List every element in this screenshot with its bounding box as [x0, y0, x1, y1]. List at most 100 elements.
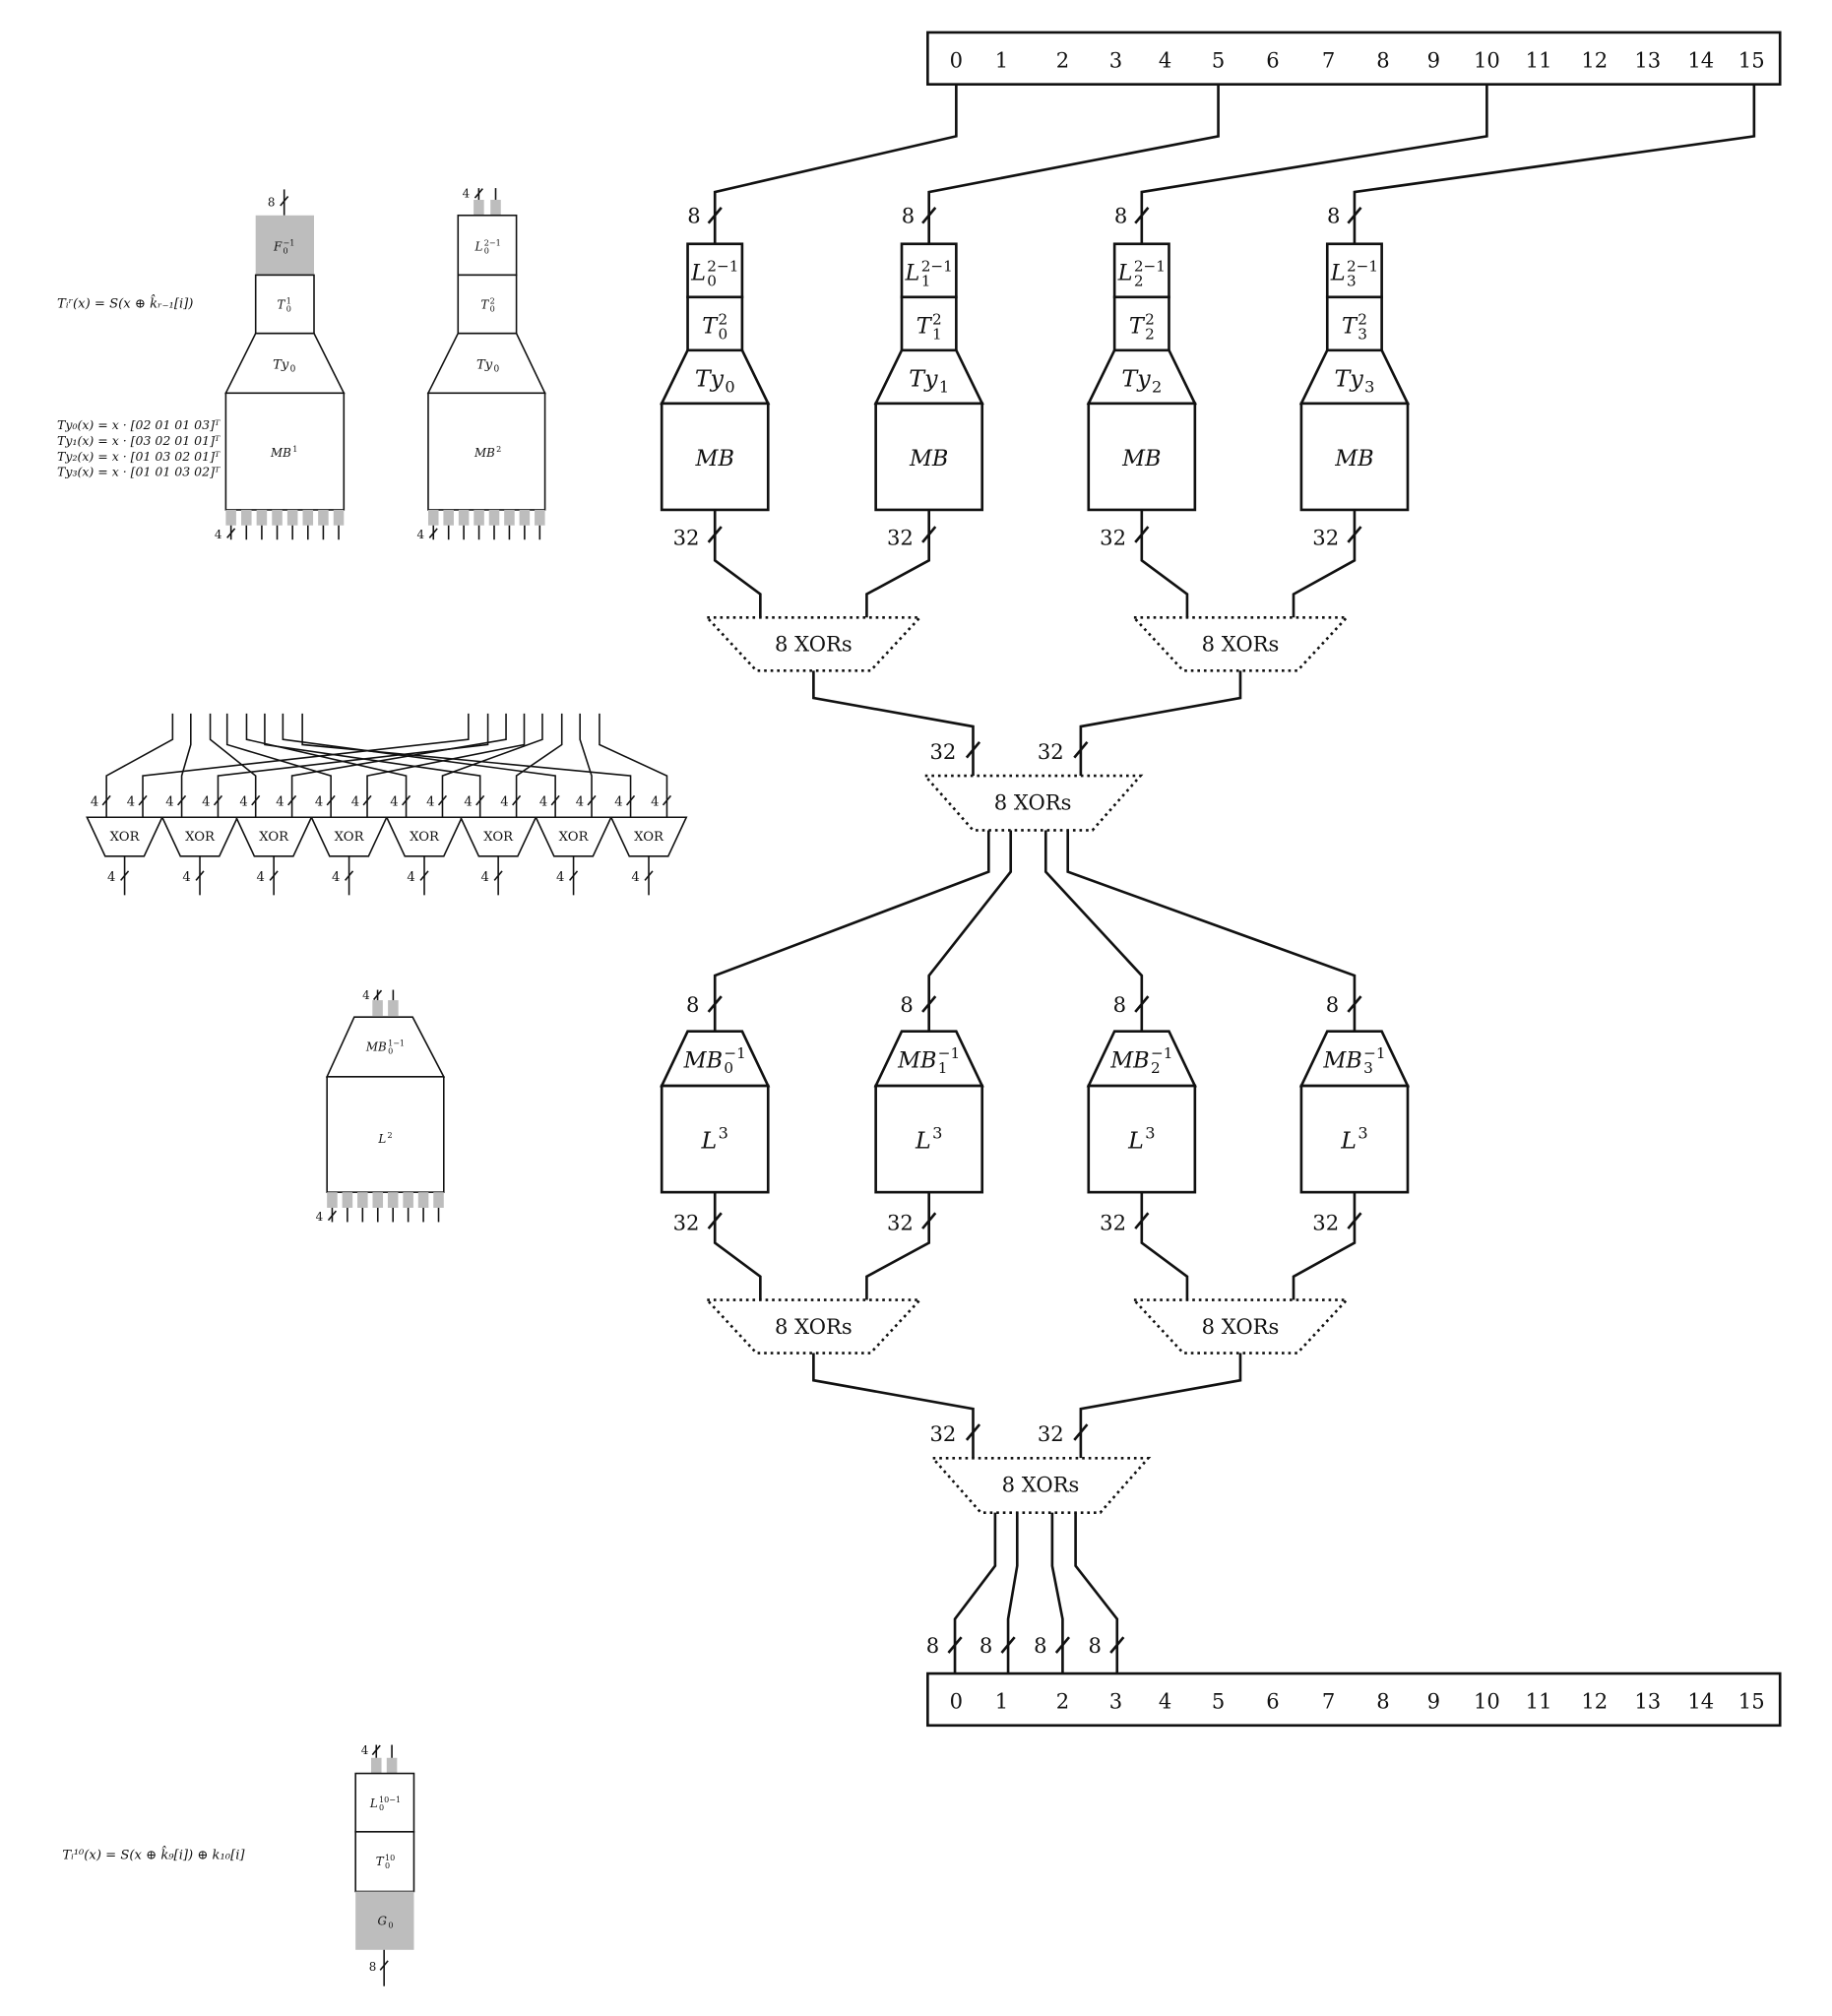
l2-box	[326, 1076, 445, 1193]
ty-label-base: Ty	[273, 357, 289, 372]
wire	[1292, 1192, 1357, 1300]
nibble-port	[474, 509, 484, 526]
wire-width-label: 8	[900, 992, 913, 1017]
mb-box	[874, 402, 984, 512]
bus-width-slash	[362, 794, 372, 806]
mb-inverse-label-sup: −1	[1151, 1044, 1172, 1062]
wire-width-label: 4	[202, 794, 210, 809]
bus-width-slash	[379, 1960, 389, 1971]
xor-8-block	[1130, 615, 1351, 672]
wire	[1140, 509, 1189, 618]
bus-width-slash	[177, 794, 187, 806]
nibble-port	[327, 1192, 338, 1208]
t-box-label-sup: 1	[286, 297, 291, 306]
ty-label-sub: 1	[939, 378, 949, 397]
crossbar-wire	[105, 713, 174, 818]
crossbar-wire	[290, 713, 507, 818]
mb-label-sup: 1	[292, 445, 297, 454]
bus-width-slash	[965, 740, 981, 759]
nibble-port	[474, 199, 484, 216]
wire-width-label: 32	[673, 1210, 700, 1234]
bus-width-slash	[437, 794, 448, 806]
bus-width-slash	[587, 794, 597, 806]
bus-width-slash	[626, 794, 636, 806]
nibble-port	[370, 1757, 382, 1774]
wire	[1079, 670, 1242, 777]
state-cell-11: 11	[1526, 48, 1552, 73]
mb-inverse-label-sup: −1	[724, 1044, 745, 1062]
bus-width-slash	[327, 1210, 338, 1222]
mb-inverse-label-sup: −1	[1363, 1044, 1385, 1062]
bus-width-slash	[921, 995, 937, 1013]
nibble-port	[535, 509, 545, 526]
bus-width-slash	[662, 794, 672, 806]
l3-label-base: L	[1340, 1126, 1357, 1154]
wire-width-label: 4	[215, 528, 222, 541]
l3-box	[1299, 1084, 1410, 1194]
nibble-port	[333, 509, 345, 526]
state-cell-6: 6	[1266, 1689, 1279, 1714]
state-cell-14: 14	[1687, 1689, 1714, 1714]
l3-box	[660, 1084, 770, 1194]
l-inverse-label-base: L	[690, 261, 706, 286]
xor-gate	[459, 816, 537, 857]
input-wire	[1140, 84, 1488, 244]
crossbar-wire	[579, 713, 593, 818]
l3-box	[874, 1084, 984, 1194]
wire	[1066, 830, 1357, 1032]
mb-inverse-label: MB−13	[1322, 1044, 1385, 1077]
state-cell-0: 0	[950, 1689, 963, 1714]
xor-8-block	[921, 774, 1144, 832]
t-box-label-base: T	[278, 298, 286, 312]
g-box	[355, 1891, 414, 1950]
t-box	[254, 274, 315, 335]
l2-label-sup: 2	[388, 1131, 393, 1140]
t10-label-sub: 0	[385, 1861, 390, 1870]
xor-gate	[310, 816, 389, 857]
mb-box	[427, 392, 546, 511]
l3-label-sup: 3	[1145, 1123, 1155, 1142]
state-cell-2: 2	[1056, 48, 1069, 73]
xor-gate	[86, 816, 164, 857]
xor-8-block	[929, 1456, 1152, 1514]
mb-label-base: MB	[270, 446, 291, 460]
xor-8-block	[704, 615, 923, 672]
state-cell-3: 3	[1109, 1689, 1122, 1714]
mb-inverse-label: MB−12	[1109, 1044, 1172, 1077]
state-cell-10: 10	[1474, 48, 1500, 73]
nibble-port	[417, 1192, 429, 1208]
wire-width-label: 4	[539, 794, 547, 809]
ty-label-base: Ty	[1121, 365, 1151, 393]
l-inverse-label-sub: 0	[707, 272, 717, 289]
wire-width-label: 4	[407, 870, 414, 885]
wire-width-label: 32	[1100, 1210, 1126, 1234]
nibble-port	[372, 1192, 384, 1208]
xor-label: 8 XORs	[775, 1314, 853, 1339]
nibble-port	[490, 199, 501, 216]
crossbar-wire	[180, 713, 192, 818]
nibble-port	[519, 509, 531, 526]
wire-width-label: 8	[686, 992, 699, 1017]
xor-gate	[160, 816, 239, 857]
nibble-port	[443, 509, 454, 526]
bus-width-slash	[1134, 207, 1150, 224]
ty-label-sub: 0	[290, 365, 296, 375]
mb-label-base: MB	[474, 446, 495, 460]
xor-label: 8 XORs	[994, 789, 1072, 814]
bus-width-slash	[269, 870, 279, 881]
crossbar-wire	[225, 713, 332, 818]
crossbar-wire	[142, 713, 470, 818]
t-box-label-sup: 2	[932, 310, 942, 328]
l-inverse-box	[457, 214, 518, 277]
wire	[865, 1192, 930, 1300]
ty-label-sub: 2	[1152, 378, 1162, 397]
wire-width-label: 4	[182, 870, 190, 885]
wire	[713, 509, 762, 618]
wire	[1140, 1192, 1189, 1300]
